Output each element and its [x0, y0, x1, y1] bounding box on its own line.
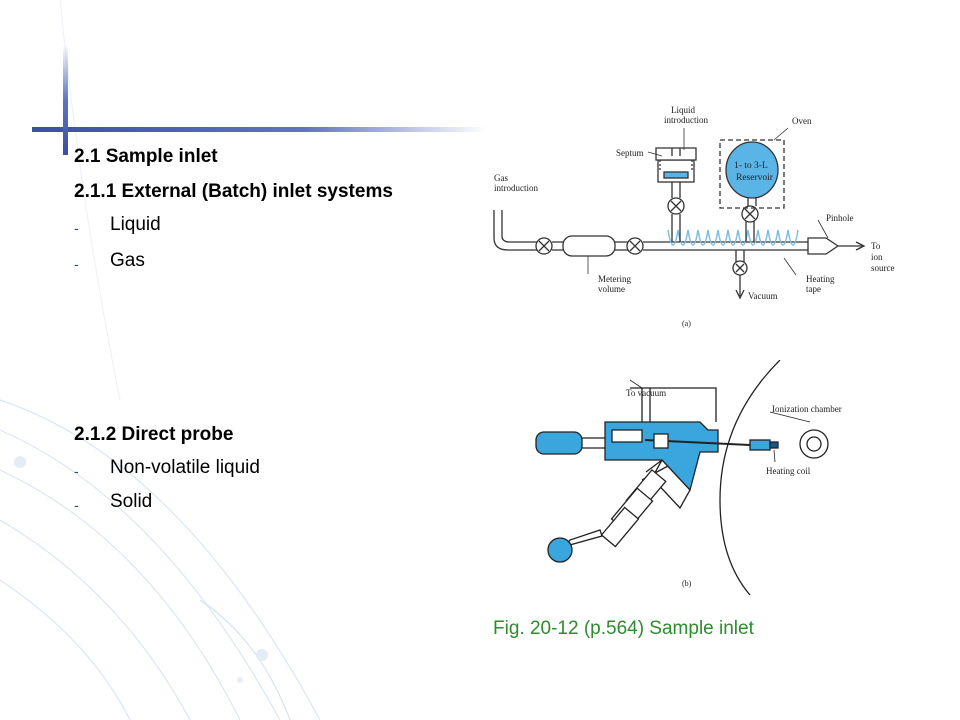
heading-direct-probe: 2.1.2 Direct probe [74, 424, 234, 445]
label-liquid-introduction-2: introduction [664, 115, 708, 125]
title-accent-horizontal [32, 127, 487, 132]
label-liquid-introduction-1: Liquid [671, 105, 695, 115]
label-to-ion-source-1: To [871, 241, 881, 251]
label-panel-b: (b) [682, 579, 692, 588]
figure-caption: Fig. 20-12 (p.564) Sample inlet [493, 618, 754, 639]
list-item-label: Non-volatile liquid [110, 457, 260, 478]
bullet-marker: - [74, 463, 79, 479]
list-item-label: Liquid [110, 214, 161, 235]
label-vacuum: Vacuum [748, 291, 778, 301]
label-to-ion-source-2: ion [871, 252, 883, 262]
label-to-ion-source-3: source [871, 263, 895, 273]
label-gas-introduction-1: Gas [494, 173, 508, 183]
label-reservoir-2: Reservoir [736, 173, 774, 183]
figure-a-batch-inlet: Liquid introduction Septum Oven 1- to 3-… [493, 105, 895, 328]
heading-external-inlet: 2.1.1 External (Batch) inlet systems [74, 181, 393, 202]
label-gas-introduction-2: introduction [494, 183, 538, 193]
bullet-marker: - [74, 220, 79, 236]
list-item-label: Gas [110, 250, 145, 271]
heading-sample-inlet: 2.1 Sample inlet [74, 146, 218, 167]
label-septum: Septum [616, 148, 644, 158]
label-reservoir-1: 1- to 3-L [734, 161, 768, 171]
bullet-marker: - [74, 497, 79, 513]
bullet-marker: - [74, 256, 79, 272]
label-ionization-chamber: Ionization chamber [772, 404, 842, 414]
label-heating-tape-1: Heating [806, 274, 835, 284]
list-item-label: Solid [110, 491, 153, 512]
figure-b-direct-probe: To vacuum Ionization chamber Heating coi… [535, 360, 842, 595]
label-metering-volume-1: Metering [598, 274, 631, 284]
label-oven: Oven [792, 116, 812, 126]
label-heating-coil: Heating coil [766, 466, 811, 476]
label-panel-a: (a) [682, 319, 691, 328]
label-to-vacuum: To vacuum [626, 388, 666, 398]
label-heating-tape-2: tape [806, 284, 821, 294]
label-metering-volume-2: volume [598, 284, 625, 294]
label-pinhole: Pinhole [826, 213, 854, 223]
title-accent-vertical [63, 45, 68, 155]
